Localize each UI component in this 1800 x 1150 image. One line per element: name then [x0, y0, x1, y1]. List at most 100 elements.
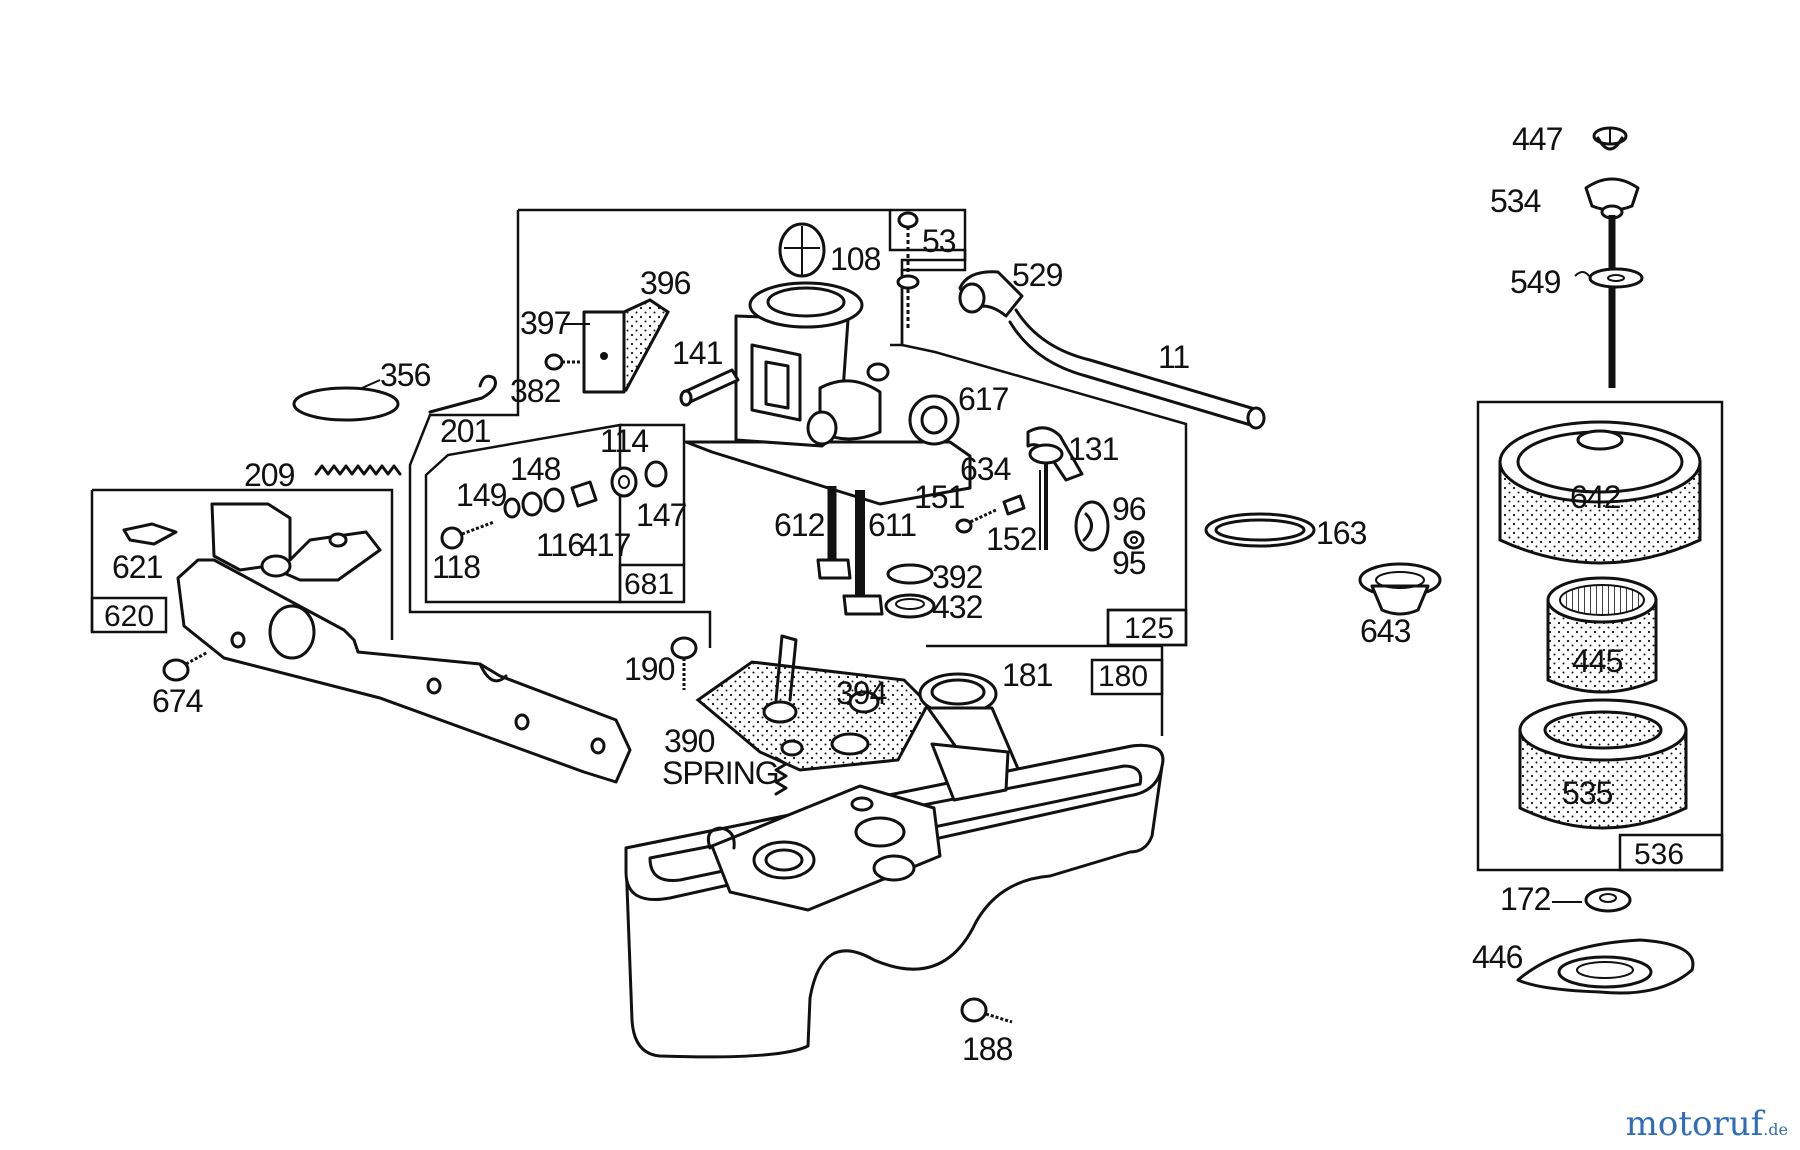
part-108-choke[interactable]	[778, 222, 826, 278]
label-190: 190	[624, 651, 675, 687]
label-392: 392	[932, 559, 983, 595]
part-447-screw[interactable]	[1592, 126, 1628, 151]
frame-536	[1476, 400, 1724, 872]
label-643: 643	[1360, 613, 1411, 649]
label-149: 149	[456, 477, 507, 513]
frame-620-tab	[90, 596, 168, 634]
watermark-logo: motoruf.de	[1625, 1104, 1788, 1144]
label-152: 152	[986, 521, 1037, 557]
label-188: 188	[962, 1031, 1013, 1067]
part-390-spring[interactable]	[774, 756, 788, 796]
label-spring: SPRING	[662, 755, 779, 791]
part-642-cover[interactable]	[1498, 420, 1702, 565]
label-141: 141	[672, 335, 723, 371]
part-534-wing-nut[interactable]	[1584, 177, 1640, 220]
part-209-spring[interactable]	[314, 464, 402, 476]
part-445-filter-element[interactable]	[1546, 576, 1658, 694]
label-417: 417	[580, 527, 631, 563]
label-642: 642	[1570, 479, 1621, 515]
frame-681	[424, 423, 622, 604]
label-394: 394	[836, 675, 887, 711]
part-141-pin[interactable]	[679, 368, 740, 407]
label-536: 536	[1634, 838, 1684, 871]
label-396: 396	[640, 265, 691, 301]
fuel-tank[interactable]	[624, 742, 1165, 1059]
label-611: 611	[868, 507, 916, 543]
label-116: 116	[536, 527, 584, 563]
part-95-nut[interactable]	[1123, 530, 1145, 550]
part-201-link[interactable]	[428, 374, 497, 414]
part-148-149-spring-washer[interactable]	[503, 487, 565, 519]
part-53-screw[interactable]	[896, 211, 920, 330]
carburetor-group: 125 53 108	[408, 208, 1442, 649]
part-151-spring[interactable]	[955, 508, 997, 534]
label-118: 118	[432, 549, 480, 585]
frame-180	[926, 644, 1164, 736]
part-617-fuel-inlet[interactable]	[908, 394, 960, 446]
part-190-screw[interactable]	[670, 636, 698, 690]
label-131: 131	[1068, 431, 1119, 467]
part-643-bushing[interactable]	[1358, 562, 1442, 616]
label-180: 180	[1098, 660, 1148, 693]
part-417-needle[interactable]	[570, 480, 598, 508]
frame-180-tab	[1090, 658, 1164, 696]
part-118-screw[interactable]	[440, 520, 495, 550]
label-151: 151	[914, 479, 965, 515]
label-114: 114	[600, 423, 648, 459]
part-396-397-diaphragm-box[interactable]	[582, 298, 670, 394]
part-535-foam-precleaner[interactable]	[1518, 698, 1688, 830]
label-445: 445	[1572, 643, 1623, 679]
part-612-611-rods[interactable]	[816, 486, 884, 616]
part-147-nut[interactable]	[644, 460, 668, 488]
label-534: 534	[1490, 183, 1541, 219]
part-114-washer[interactable]	[610, 466, 638, 498]
frame-681-tab	[618, 563, 686, 604]
label-356: 356	[380, 357, 431, 393]
part-446-base[interactable]	[1516, 938, 1695, 995]
label-147: 147	[636, 497, 687, 533]
label-163: 163	[1316, 515, 1367, 551]
label-621: 621	[112, 549, 163, 585]
part-163-gasket[interactable]	[1204, 512, 1316, 548]
part-382-screw[interactable]	[544, 353, 582, 371]
carburetor-body[interactable]	[684, 281, 972, 506]
part-control-plate[interactable]	[176, 558, 632, 784]
part-621-clip[interactable]	[122, 522, 178, 546]
part-152-screw[interactable]	[1002, 494, 1026, 516]
fuel-tank-group: 180 190 394 181 390 SPRING	[624, 634, 1165, 1067]
label-96: 96	[1112, 491, 1146, 527]
part-529-elbow[interactable]	[958, 270, 1024, 318]
label-529: 529	[1012, 257, 1063, 293]
label-617: 617	[958, 381, 1009, 417]
label-634: 634	[960, 451, 1011, 487]
label-209: 209	[244, 457, 295, 493]
label-681: 681	[624, 568, 674, 601]
label-108: 108	[830, 241, 881, 277]
label-549: 549	[1510, 264, 1561, 300]
part-96-gasket[interactable]	[1074, 500, 1110, 552]
part-188-screw[interactable]	[960, 997, 1013, 1024]
part-432-washer[interactable]	[884, 593, 936, 619]
part-620-bracket[interactable]	[210, 502, 382, 582]
part-131-634-valve[interactable]	[1026, 426, 1084, 550]
left-group: 356 201 209 620 621	[90, 357, 632, 784]
part-172-grommet[interactable]	[1584, 887, 1632, 913]
label-201: 201	[440, 413, 491, 449]
label-11: 11	[1158, 339, 1189, 375]
part-394-gasket[interactable]	[695, 634, 930, 772]
label-181: 181	[1002, 657, 1053, 693]
part-356-ring[interactable]	[292, 386, 400, 422]
part-549-stud[interactable]	[1588, 215, 1644, 388]
part-674-screw[interactable]	[162, 650, 209, 682]
part-392-washer[interactable]	[886, 563, 934, 585]
label-446: 446	[1472, 939, 1523, 975]
label-382: 382	[510, 373, 561, 409]
label-125: 125	[1124, 612, 1174, 645]
label-432: 432	[932, 589, 983, 625]
part-11-fuel-line[interactable]	[1008, 308, 1266, 430]
frame-53	[890, 208, 967, 347]
label-612: 612	[774, 507, 825, 543]
kit-681-group: 681 118 149 148 116 417 114 147	[424, 423, 688, 604]
label-535: 535	[1562, 775, 1613, 811]
